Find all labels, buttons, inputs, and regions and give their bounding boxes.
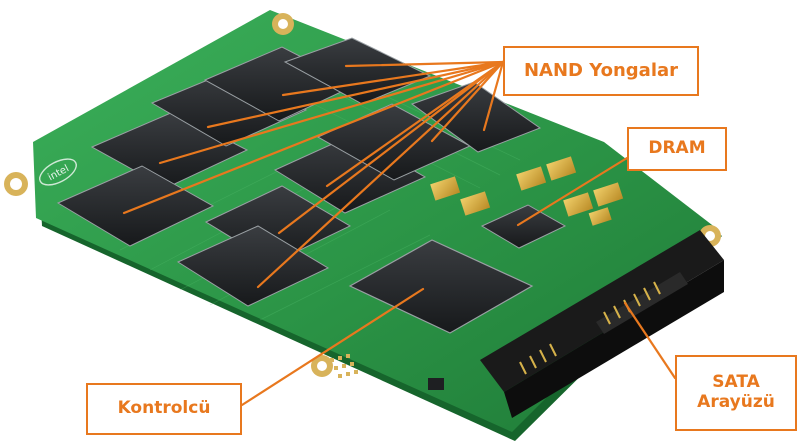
dram-chip bbox=[480, 204, 567, 249]
mounting-hole bbox=[10, 178, 22, 190]
sata-label-line2: Arayüzü bbox=[697, 392, 775, 412]
nand-label: NAND Yongalar bbox=[503, 46, 699, 96]
gold-component bbox=[588, 207, 612, 226]
dram-label: DRAM bbox=[627, 127, 727, 171]
dram-area bbox=[430, 156, 624, 249]
mounting-holes bbox=[4, 13, 721, 377]
mounting-hole bbox=[705, 231, 715, 241]
controller-chip bbox=[348, 239, 534, 334]
nand-chip bbox=[56, 165, 215, 247]
callout-lines bbox=[122, 60, 677, 407]
gold-component bbox=[563, 192, 594, 217]
nand-chip bbox=[283, 37, 432, 105]
gold-component bbox=[460, 191, 491, 216]
sata-label: SATA Arayüzü bbox=[675, 355, 797, 431]
gold-component bbox=[430, 176, 461, 201]
mounting-hole bbox=[278, 19, 288, 29]
nand-chip bbox=[410, 81, 542, 153]
gold-component bbox=[516, 166, 547, 191]
sata-connector bbox=[480, 230, 724, 418]
nand-chip bbox=[176, 225, 330, 307]
mounting-hole bbox=[317, 361, 327, 371]
small-ic bbox=[428, 378, 444, 390]
nand-chip bbox=[150, 69, 308, 147]
controller-label: Kontrolcü bbox=[86, 383, 242, 435]
nand-chip bbox=[273, 134, 427, 214]
sata-label-line1: SATA bbox=[712, 372, 760, 393]
pad-grid bbox=[330, 354, 358, 378]
gold-component bbox=[593, 182, 624, 207]
gold-component bbox=[546, 156, 577, 181]
